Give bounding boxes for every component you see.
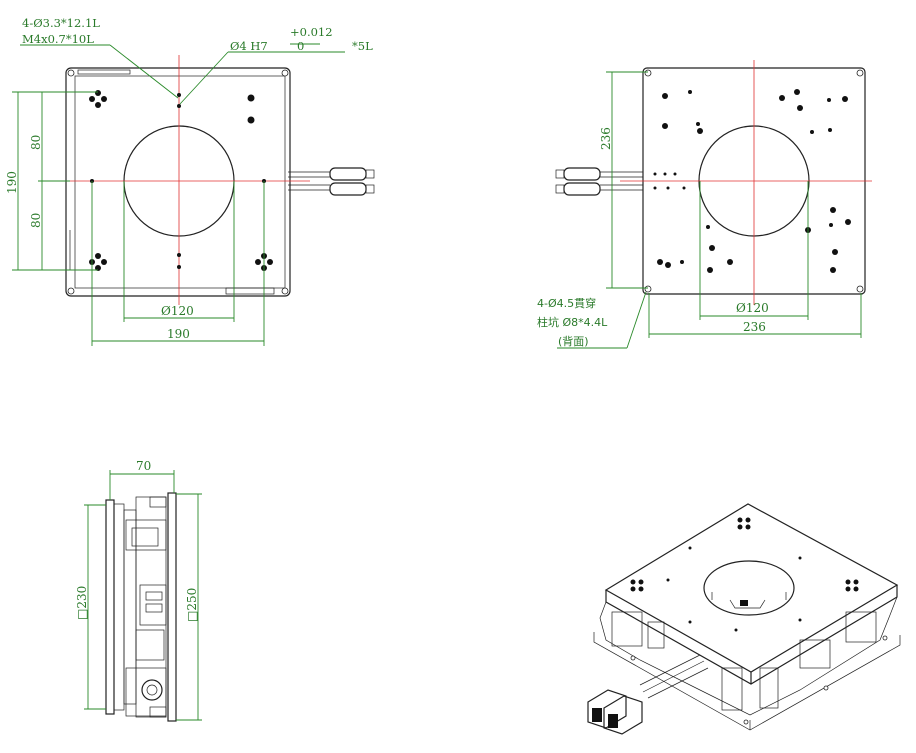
dim-230: □230 (75, 586, 89, 620)
side-bottom-plate (105, 499, 115, 715)
top-hole-cluster-tl (89, 90, 107, 108)
side-top-plate (167, 492, 177, 722)
note-through-hole: 4-Ø4.5貫穿 (537, 296, 596, 310)
isometric-view (587, 503, 901, 735)
pin-depth: *5L (352, 39, 373, 53)
iso-hole-clusters (630, 517, 859, 632)
note-tap-line2: M4x0.7*10L (22, 32, 94, 46)
dim-190-horizontal: 190 (167, 327, 190, 341)
dim-190-vertical: 190 (5, 171, 19, 194)
note-counterbore: 柱坑 Ø8*4.4L (537, 315, 608, 329)
dim-250: □250 (185, 588, 199, 622)
dim-top-bore: Ø120 (161, 304, 194, 318)
tol-upper: +0.012 (290, 25, 333, 39)
dim-236-horizontal: 236 (743, 320, 766, 334)
dim-70: 70 (136, 459, 151, 473)
side-view: 70 □230 □250 (75, 459, 202, 722)
dim-236-vertical: 236 (599, 127, 613, 150)
bottom-cable-connector (555, 167, 643, 196)
bottom-holes (653, 89, 851, 273)
note-backside: (背面) (558, 334, 589, 348)
top-plate-outline (65, 67, 291, 297)
dim-80-lower: 80 (29, 213, 43, 228)
dim-80-upper: 80 (29, 135, 43, 150)
top-view: 4-Ø3.3*12.1L M4x0.7*10L Ø4 H7 +0.012 0 *… (5, 16, 375, 346)
bottom-view: 236 4-Ø4.5貫穿 柱坑 Ø8*4.4L (背面) Ø120 236 (537, 60, 872, 349)
top-cable-connector (288, 167, 375, 196)
note-pin: Ø4 H7 (230, 39, 268, 53)
iso-cable-connector (587, 654, 709, 735)
note-tap-line1: 4-Ø3.3*12.1L (22, 16, 100, 30)
top-plate-inner (74, 75, 286, 289)
dim-bottom-bore: Ø120 (736, 301, 769, 315)
top-hole-cluster-bl (89, 253, 107, 271)
tol-lower: 0 (297, 39, 304, 53)
